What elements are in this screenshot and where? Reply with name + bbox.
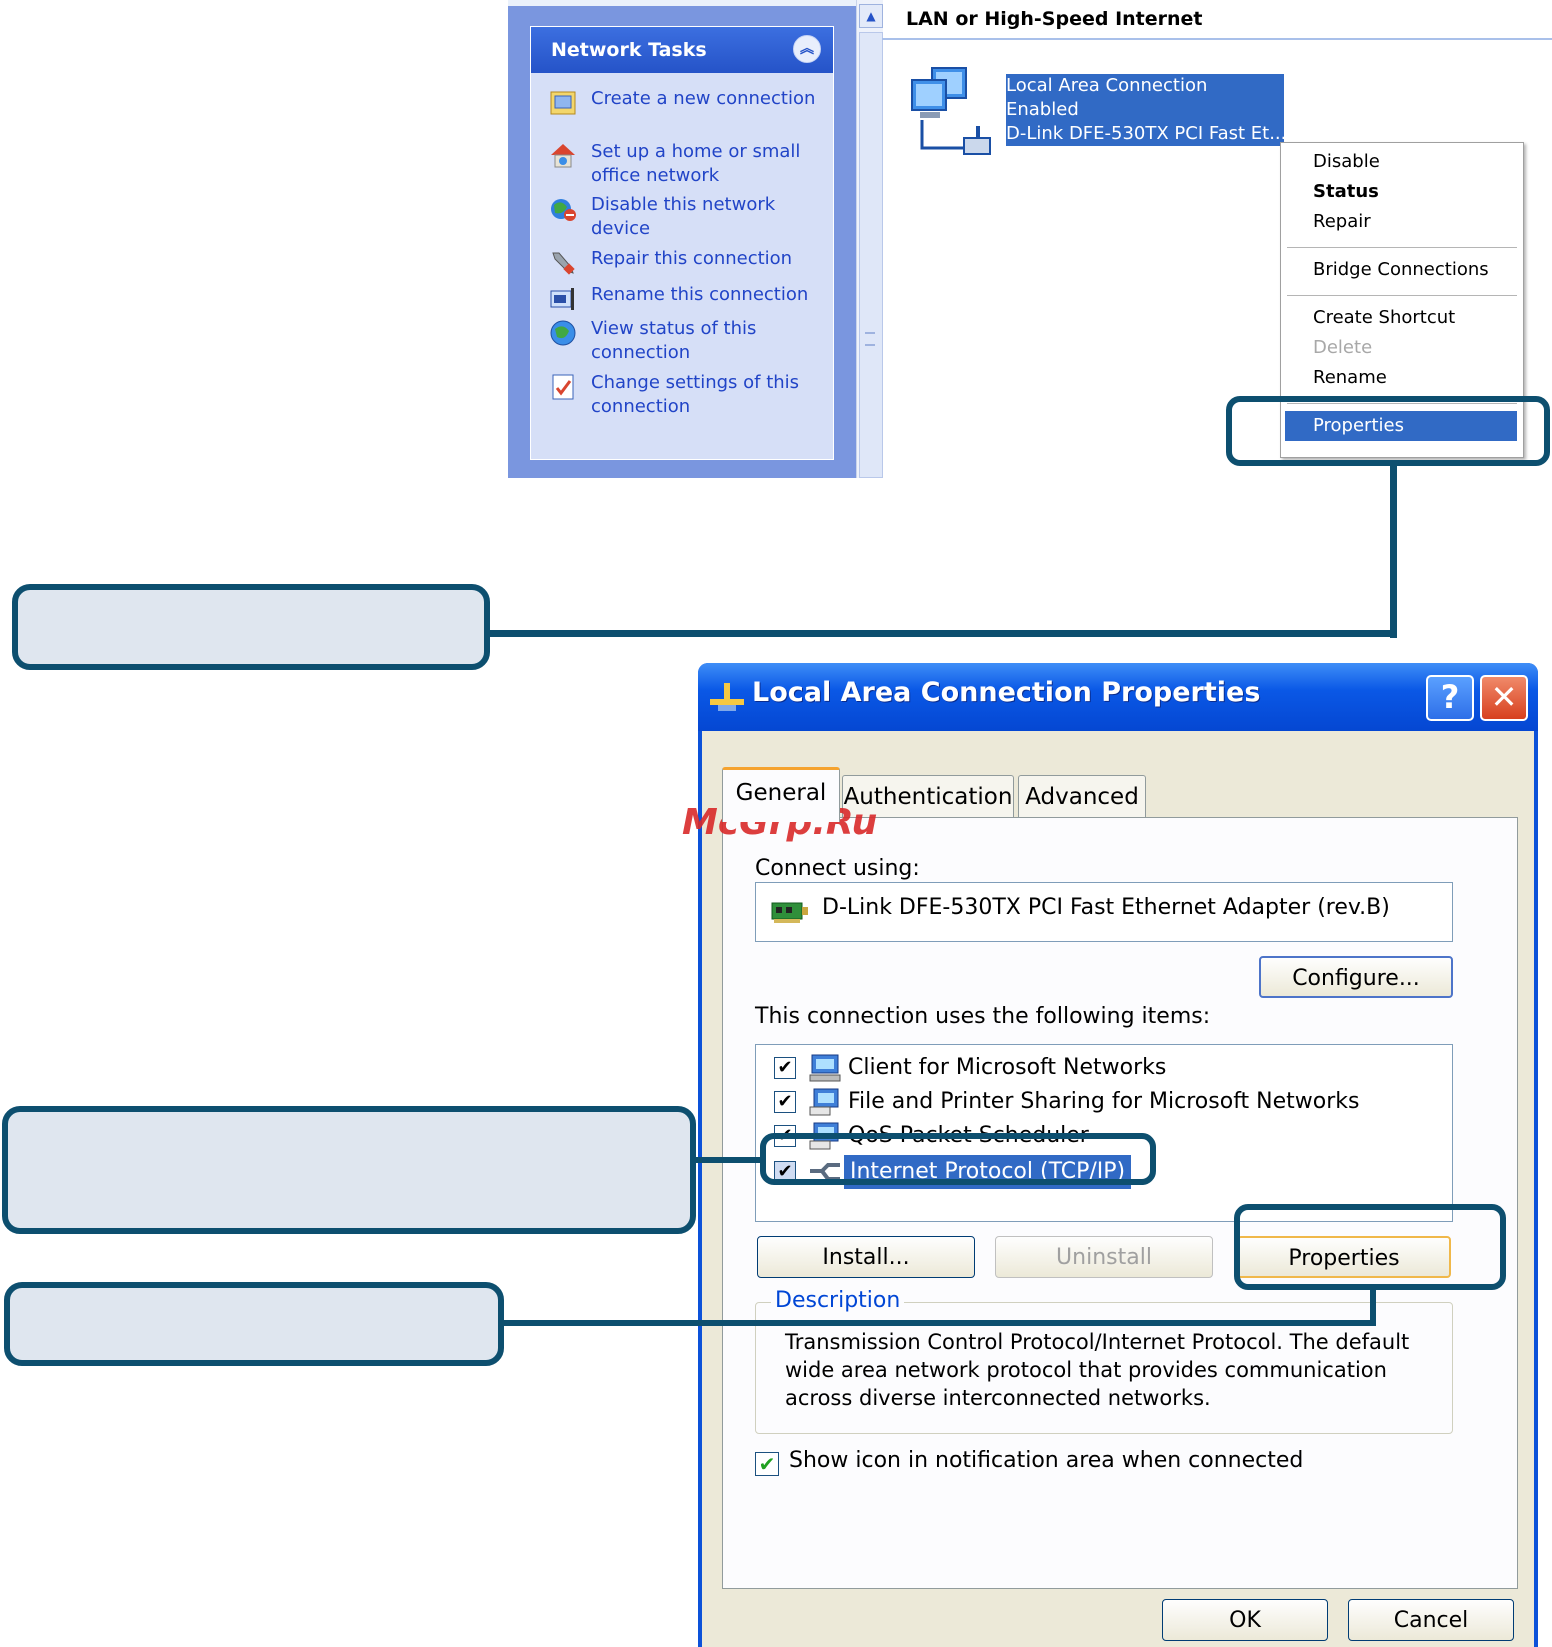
change-settings-icon (552, 374, 574, 400)
uninstall-button: Uninstall (995, 1236, 1213, 1278)
network-client-icon (809, 1054, 841, 1082)
properties-button[interactable]: Properties (1237, 1236, 1451, 1278)
network-tasks-box: Network Tasks ︽ Create a new connection … (530, 26, 834, 460)
task-repair-connection[interactable]: Repair this connection (549, 247, 829, 293)
task-create-new-connection[interactable]: Create a new connection (549, 87, 829, 133)
item-checkbox[interactable]: ✔ (774, 1057, 796, 1079)
explorer-scrollbar[interactable]: ▲ (856, 0, 883, 478)
ok-button[interactable]: OK (1162, 1599, 1328, 1641)
connection-device: D-Link DFE-530TX PCI Fast Et... (1006, 123, 1284, 144)
scroll-grip-icon (865, 332, 875, 346)
callout-connector-line (694, 1157, 762, 1163)
dialog-titlebar[interactable]: Local Area Connection Properties ? ✕ (698, 663, 1538, 731)
disable-device-icon (551, 199, 576, 221)
task-setup-home-network[interactable]: Set up a home or small office network (549, 140, 829, 186)
callout-connector-line (484, 630, 1397, 637)
item-label: File and Printer Sharing for Microsoft N… (848, 1089, 1360, 1114)
description-text: Transmission Control Protocol/Internet P… (785, 1330, 1410, 1410)
menu-separator (1287, 403, 1517, 404)
show-icon-label[interactable]: Show icon in notification area when conn… (789, 1448, 1304, 1473)
task-label: Set up a home or small office network (591, 141, 801, 186)
task-rename-connection[interactable]: Rename this connection (549, 283, 829, 329)
group-divider (882, 38, 1552, 40)
item-label: Client for Microsoft Networks (848, 1055, 1167, 1080)
close-button[interactable]: ✕ (1480, 675, 1528, 721)
description-group (755, 1302, 1453, 1434)
help-button[interactable]: ? (1426, 675, 1474, 721)
network-connection-icon (710, 683, 744, 711)
properties-menu-highlight (1226, 396, 1550, 466)
list-item-file-printer-sharing[interactable]: ✔ File and Printer Sharing for Microsoft… (770, 1085, 1370, 1119)
cancel-button[interactable]: Cancel (1348, 1599, 1514, 1641)
menu-separator (1287, 295, 1517, 296)
file-sharing-service-icon (809, 1088, 839, 1116)
adapter-name: D-Link DFE-530TX PCI Fast Ethernet Adapt… (822, 895, 1390, 920)
callout-connector-line (500, 1320, 1376, 1326)
task-disable-device[interactable]: Disable this network device (549, 193, 829, 239)
rename-icon (550, 288, 574, 310)
scroll-thumb[interactable] (859, 32, 883, 478)
collapse-chevron-icon[interactable]: ︽ (793, 35, 821, 63)
task-view-status[interactable]: View status of this connection (549, 317, 829, 363)
connect-using-label: Connect using: (755, 856, 920, 881)
callout-box-1 (12, 584, 490, 670)
general-tab-panel: Connect using: D-Link DFE-530TX PCI Fast… (722, 817, 1518, 1589)
task-label: Repair this connection (591, 248, 793, 269)
list-item-client-ms-networks[interactable]: ✔ Client for Microsoft Networks (770, 1051, 1370, 1085)
adapter-field: D-Link DFE-530TX PCI Fast Ethernet Adapt… (755, 882, 1453, 942)
task-change-settings[interactable]: Change settings of this connection (549, 371, 829, 417)
dialog-body: General Authentication Advanced Connect … (702, 731, 1534, 1647)
menu-item-rename[interactable]: Rename (1313, 367, 1387, 388)
callout-connector-line (1370, 1288, 1376, 1326)
home-network-icon (551, 144, 575, 168)
task-pane: Network Tasks ︽ Create a new connection … (508, 0, 856, 478)
connection-status: Enabled (1006, 99, 1079, 120)
tab-authentication[interactable]: Authentication (842, 775, 1014, 818)
properties-dialog: Local Area Connection Properties ? ✕ Gen… (698, 663, 1538, 1647)
lan-connection-icon[interactable] (906, 66, 1006, 158)
show-icon-checkbox[interactable]: ✔ (755, 1452, 779, 1476)
menu-item-properties[interactable]: Properties (1285, 411, 1517, 441)
view-status-icon (550, 320, 576, 346)
configure-button[interactable]: Configure... (1259, 956, 1453, 998)
item-checkbox[interactable]: ✔ (774, 1091, 796, 1113)
new-connection-icon (550, 91, 576, 115)
menu-item-bridge-connections[interactable]: Bridge Connections (1313, 259, 1489, 280)
callout-box-2 (2, 1106, 696, 1234)
lan-connection-labels[interactable]: Local Area Connection Enabled D-Link DFE… (1006, 74, 1284, 146)
items-label: This connection uses the following items… (755, 1004, 1211, 1029)
properties-button-highlight (1234, 1204, 1506, 1290)
task-pane-top-band (508, 0, 856, 6)
tab-advanced[interactable]: Advanced (1018, 775, 1146, 818)
tab-general[interactable]: General (722, 767, 840, 822)
item-checkbox[interactable]: ✔ (774, 1161, 796, 1183)
description-legend: Description (771, 1288, 905, 1313)
task-label: Rename this connection (591, 284, 809, 305)
context-menu: Disable Status Repair Bridge Connections… (1280, 142, 1524, 458)
menu-item-create-shortcut[interactable]: Create Shortcut (1313, 307, 1456, 328)
task-label: View status of this connection (591, 318, 757, 363)
menu-item-repair[interactable]: Repair (1313, 211, 1371, 232)
tcp-ip-highlight (760, 1133, 1156, 1185)
install-button[interactable]: Install... (757, 1236, 975, 1278)
network-connections-window: Network Tasks ︽ Create a new connection … (508, 0, 1552, 478)
task-label: Create a new connection (591, 88, 816, 109)
menu-item-delete: Delete (1313, 337, 1373, 358)
network-tasks-title: Network Tasks (551, 39, 707, 61)
connection-name: Local Area Connection (1006, 75, 1208, 96)
task-label: Change settings of this connection (591, 372, 800, 417)
scroll-up-arrow-icon[interactable]: ▲ (859, 4, 883, 28)
repair-icon (552, 252, 575, 275)
menu-separator (1287, 247, 1517, 248)
dialog-title: Local Area Connection Properties (752, 677, 1261, 708)
callout-box-3 (4, 1282, 504, 1366)
network-tasks-header[interactable]: Network Tasks ︽ (531, 27, 833, 73)
group-header: LAN or High-Speed Internet (906, 8, 1203, 30)
menu-item-status[interactable]: Status (1313, 181, 1379, 202)
task-label: Disable this network device (591, 194, 776, 239)
callout-connector-line (1390, 464, 1397, 638)
menu-item-disable[interactable]: Disable (1313, 151, 1380, 172)
network-adapter-icon (771, 902, 808, 923)
